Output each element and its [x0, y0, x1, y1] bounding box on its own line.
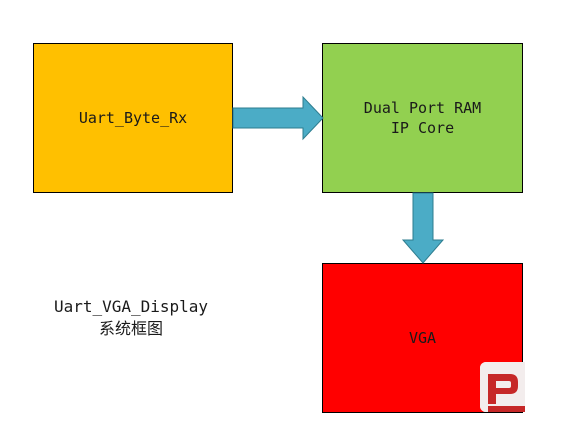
uart-byte-rx-block: Uart_Byte_Rx — [33, 43, 233, 193]
arrow-uart-to-ram — [232, 95, 324, 141]
arrow-ram-to-vga — [401, 192, 445, 264]
caption-title: Uart_VGA_Display — [53, 297, 209, 316]
diagram-caption: Uart_VGA_Display 系统框图 — [30, 296, 232, 340]
caption-subtitle: 系统框图 — [98, 319, 163, 338]
dual-port-ram-block: Dual Port RAM IP Core — [322, 43, 523, 193]
logo-icon — [480, 362, 525, 412]
